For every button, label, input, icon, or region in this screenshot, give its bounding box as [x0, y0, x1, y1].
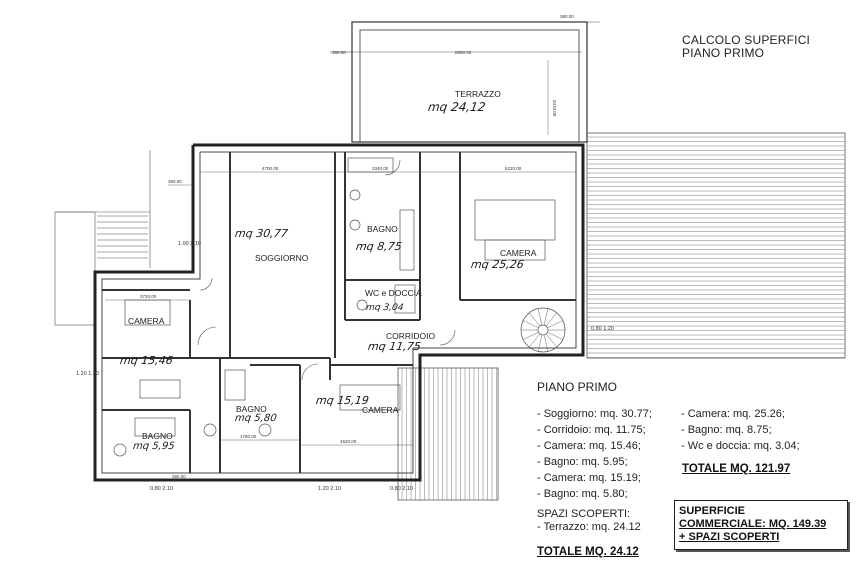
hatch-line	[547, 331, 563, 340]
room-label-camera-left: CAMERA	[128, 316, 165, 326]
spazi-title: SPAZI SCOPERTI:	[537, 508, 631, 520]
fixtures	[113, 157, 566, 457]
hatch-line	[537, 308, 543, 326]
terrace-deck-right	[586, 132, 846, 359]
terrace-top	[330, 21, 600, 143]
window-tag-1: 1.00 2.10	[178, 241, 201, 247]
window-tag-6: 0.80 2.10	[390, 486, 413, 492]
spiral-stair	[521, 308, 565, 352]
summary-item: - Camera: mq. 15.46;	[537, 440, 641, 452]
room-label-corridoio: CORRIDOIO	[386, 331, 436, 341]
window-tag-2: 0.80 1.20	[591, 326, 614, 332]
hw-soggiorno: mq 30,77	[234, 227, 289, 240]
dim-bagno: 2340.00	[372, 166, 389, 171]
outer-walls	[93, 143, 585, 482]
header-subtitle: PIANO PRIMO	[682, 46, 765, 60]
summary-item: - Soggiorno: mq. 30.77;	[537, 408, 652, 420]
summary-title: PIANO PRIMO	[537, 380, 618, 394]
dimension-lines	[105, 60, 576, 446]
box-line-2: COMMERCIALE: MQ. 149.39	[679, 518, 827, 530]
window-tags: 1.00 2.10 0.80 1.20 1.20 1.20 0.80 2.10 …	[76, 241, 614, 492]
hw-camera-bottom: mq 15,19	[315, 394, 370, 407]
dim-soggiorno: 4700.00	[262, 166, 279, 171]
dim-top: 380.00	[560, 14, 574, 19]
room-label-terrazzo: TERRAZZO	[455, 89, 501, 99]
window-tag-4: 0.80 2.10	[150, 486, 173, 492]
box-line-1: SUPERFICIE	[679, 505, 746, 517]
hatch-line	[547, 320, 563, 329]
door-arcs	[197, 159, 456, 381]
hatch-line	[545, 333, 557, 348]
hatch-line	[543, 308, 549, 326]
summary-item: - Camera: mq. 15.19;	[537, 472, 641, 484]
external-stairs	[54, 150, 151, 326]
dim-bottom: 380.00	[172, 474, 186, 479]
hw-camera-right: mq 25,26	[470, 258, 525, 271]
window-tag-3: 1.20 1.20	[76, 371, 99, 377]
hw-corridoio: mq 11,75	[367, 340, 422, 353]
header-title: CALCOLO SUPERFICI	[682, 33, 811, 47]
room-label-bagno-mid: BAGNO	[236, 404, 267, 414]
hatch-line	[545, 312, 557, 327]
room-label-bagno-top: BAGNO	[367, 224, 398, 234]
room-label-camera-right: CAMERA	[500, 248, 537, 258]
inner-wall-lines	[101, 151, 577, 474]
dim-camera: 5220.00	[505, 166, 522, 171]
window-tag-5: 1.20 2.10	[318, 486, 341, 492]
hw-bagno-small: mq 5,95	[132, 441, 176, 452]
summary-item: - Camera: mq. 25.26;	[681, 408, 785, 420]
dim-camera-bottom: 4620.00	[340, 439, 357, 444]
room-label-soggiorno: SOGGIORNO	[255, 253, 309, 263]
hw-bagno-mid: mq 5,80	[234, 413, 278, 424]
dimension-labels: 380.00 8650.00 380.00 3470.00 4700.00 23…	[140, 14, 574, 479]
hw-camera-left: mq 15,46	[119, 354, 174, 367]
spazi-total: TOTALE MQ. 24.12	[537, 546, 639, 558]
dim-terrace-height: 3470.00	[552, 100, 557, 117]
hw-bagno-top: mq 8,75	[355, 240, 403, 253]
hatch-line	[523, 331, 539, 340]
summary-total: TOTALE MQ. 121.97	[682, 463, 791, 475]
hatch-line	[529, 333, 541, 348]
room-label-bagno-small: BAGNO	[142, 431, 173, 441]
hw-wc: mq 3,04	[365, 303, 405, 313]
dim-terrace-left: 380.00	[332, 50, 346, 55]
room-label-wc-doccia: WC e DOCCIA	[365, 288, 422, 298]
interior-walls	[102, 152, 576, 473]
box-line-3: + SPAZI SCOPERTI	[679, 531, 780, 543]
summary-item: - Bagno: mq. 5.80;	[537, 488, 628, 500]
dim-camera-left: 3720.00	[140, 294, 157, 299]
summary-item: - Wc e doccia: mq. 3.04;	[681, 440, 800, 452]
commercial-surface-box: SUPERFICIE COMMERCIALE: MQ. 149.39 + SPA…	[674, 500, 848, 550]
spazi-item: - Terrazzo: mq. 24.12	[537, 521, 641, 533]
dim-terrace-width: 8650.00	[455, 50, 472, 55]
summary-item: - Corridoio: mq. 11.75;	[537, 424, 646, 436]
summary-item: - Bagno: mq. 5.95;	[537, 456, 628, 468]
hatch-line	[537, 334, 543, 352]
hw-terrazzo: mq 24,12	[427, 100, 487, 114]
dim-left: 380.00	[168, 179, 182, 184]
dim-bagno-mid: 1750.00	[240, 434, 257, 439]
hatch-line	[543, 334, 549, 352]
hatch-line	[523, 320, 539, 329]
room-label-camera-bottom: CAMERA	[362, 405, 399, 415]
hatch-line	[529, 312, 541, 327]
summary-item: - Bagno: mq. 8.75;	[681, 424, 772, 436]
